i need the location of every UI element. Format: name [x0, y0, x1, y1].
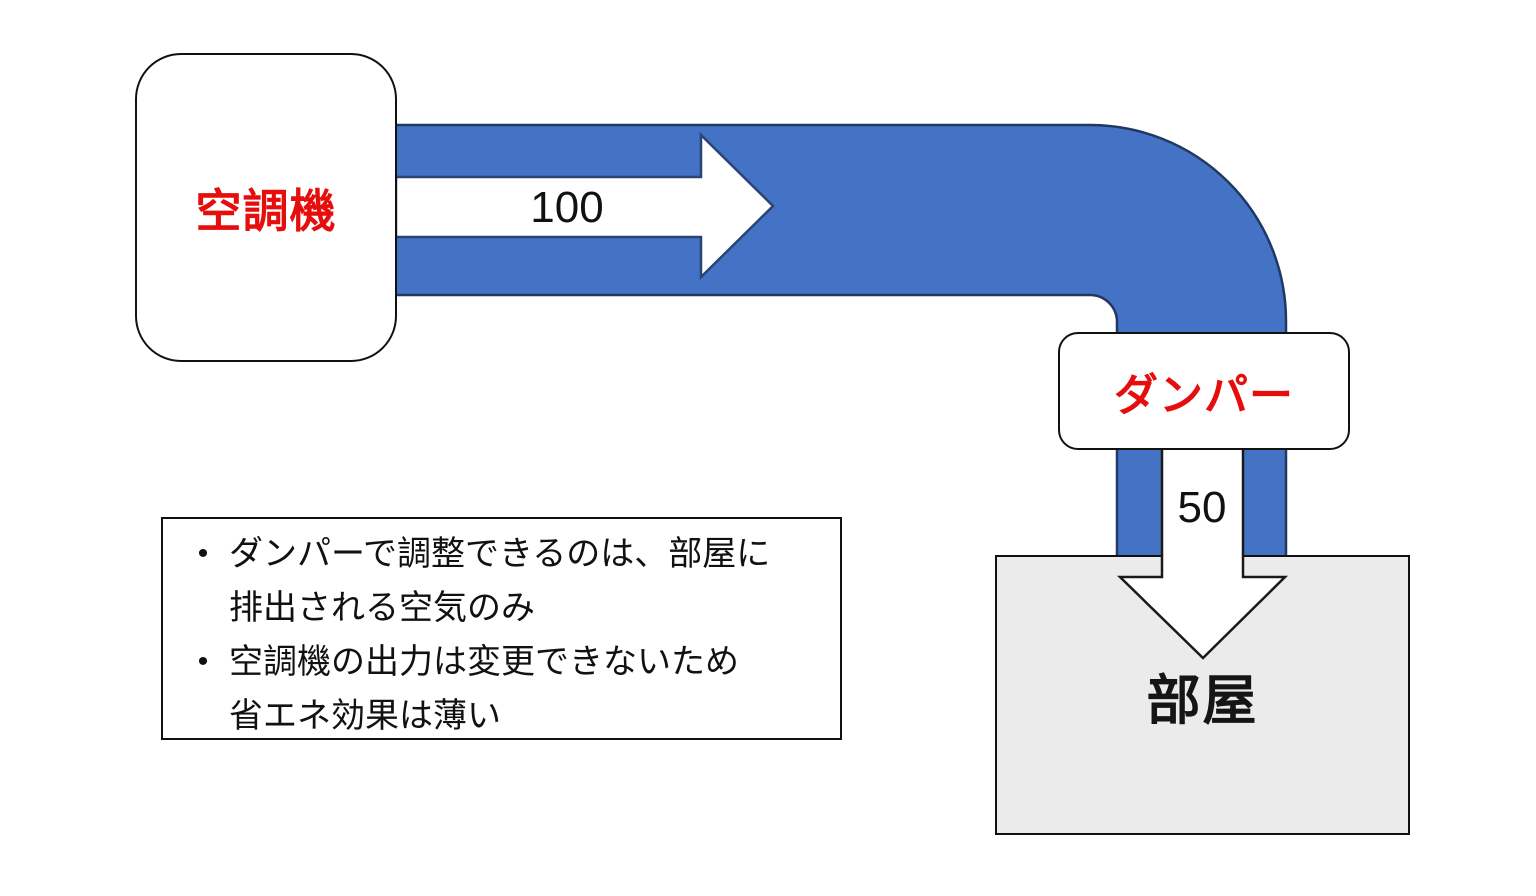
flow-value-room: 50: [1177, 483, 1227, 532]
note-bullet-2-line-1: 空調機の出力は変更できないため: [229, 643, 739, 681]
damper-label: ダンパー: [1114, 371, 1294, 420]
ac-unit-label: 空調機: [195, 184, 337, 237]
note-bullet-1-line-1: ダンパーで調整できるのは、部屋に: [229, 535, 771, 573]
flow-value-main: 100: [530, 183, 604, 232]
note-bullet-2: • 空調機の出力は変更できないため省エネ効果は薄い: [177, 635, 826, 743]
ac-unit-box: 空調機: [135, 53, 397, 362]
note-bullet-1-text: ダンパーで調整できるのは、部屋に排出される空気のみ: [229, 527, 770, 635]
note-bullet-2-text: 空調機の出力は変更できないため省エネ効果は薄い: [229, 635, 739, 743]
note-bullet-1: • ダンパーで調整できるのは、部屋に排出される空気のみ: [177, 527, 826, 635]
bullet-dot-icon: •: [197, 645, 209, 678]
bullet-dot-icon: •: [197, 537, 209, 570]
notes-box: • ダンパーで調整できるのは、部屋に排出される空気のみ • 空調機の出力は変更で…: [161, 517, 842, 740]
room-box: 部屋: [995, 555, 1410, 835]
room-label: 部屋: [1146, 670, 1259, 731]
damper-box: ダンパー: [1058, 332, 1350, 450]
note-bullet-1-line-2: 排出される空気のみ: [229, 589, 535, 627]
note-bullet-2-line-2: 省エネ効果は薄い: [229, 697, 501, 735]
